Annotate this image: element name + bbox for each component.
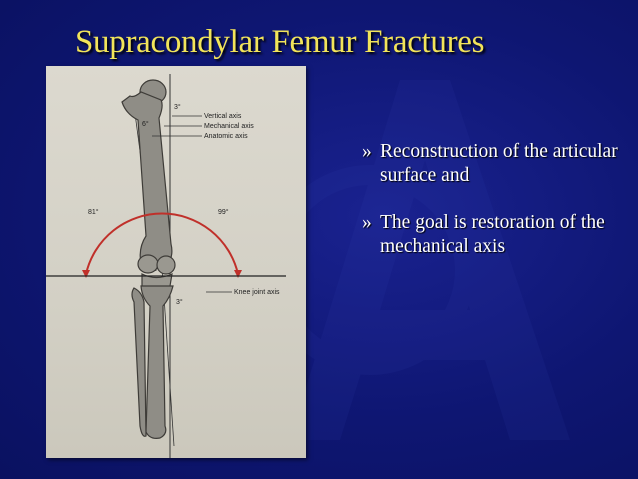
label-knee-joint-axis: Knee joint axis <box>234 289 280 296</box>
femur-bone <box>121 79 173 270</box>
label-vertical-axis: Vertical axis <box>204 113 242 120</box>
arc-arrow-left <box>82 270 90 278</box>
label-angle-99: 99° <box>218 208 229 216</box>
arc-arrow-right <box>234 270 242 278</box>
knee-joint <box>137 254 176 290</box>
angle-arc <box>85 212 239 275</box>
knee-axis-diagram: Vertical axis Mechanical axis Anatomic a… <box>46 66 306 458</box>
tibia-bone <box>131 285 174 439</box>
bullet-item: » The goal is restoration of the mechani… <box>362 211 622 259</box>
label-mechanical-axis: Mechanical axis <box>204 123 254 130</box>
label-angle-3-top: 3° <box>174 103 181 111</box>
label-angle-81: 81° <box>88 208 99 216</box>
bullet-text: Reconstruction of the articular surface … <box>380 141 618 186</box>
bullet-item: » Reconstruction of the articular surfac… <box>362 140 622 188</box>
bullet-list: » Reconstruction of the articular surfac… <box>362 140 622 282</box>
label-angle-3-tibia: 3° <box>176 298 183 306</box>
slide-title: Supracondylar Femur Fractures <box>75 24 485 60</box>
bullet-marker: » <box>362 212 372 233</box>
label-angle-6: 6° <box>142 120 149 128</box>
bullet-text: The goal is restoration of the mechanica… <box>380 212 605 257</box>
bullet-marker: » <box>362 141 372 162</box>
label-anatomic-axis: Anatomic axis <box>204 133 248 140</box>
